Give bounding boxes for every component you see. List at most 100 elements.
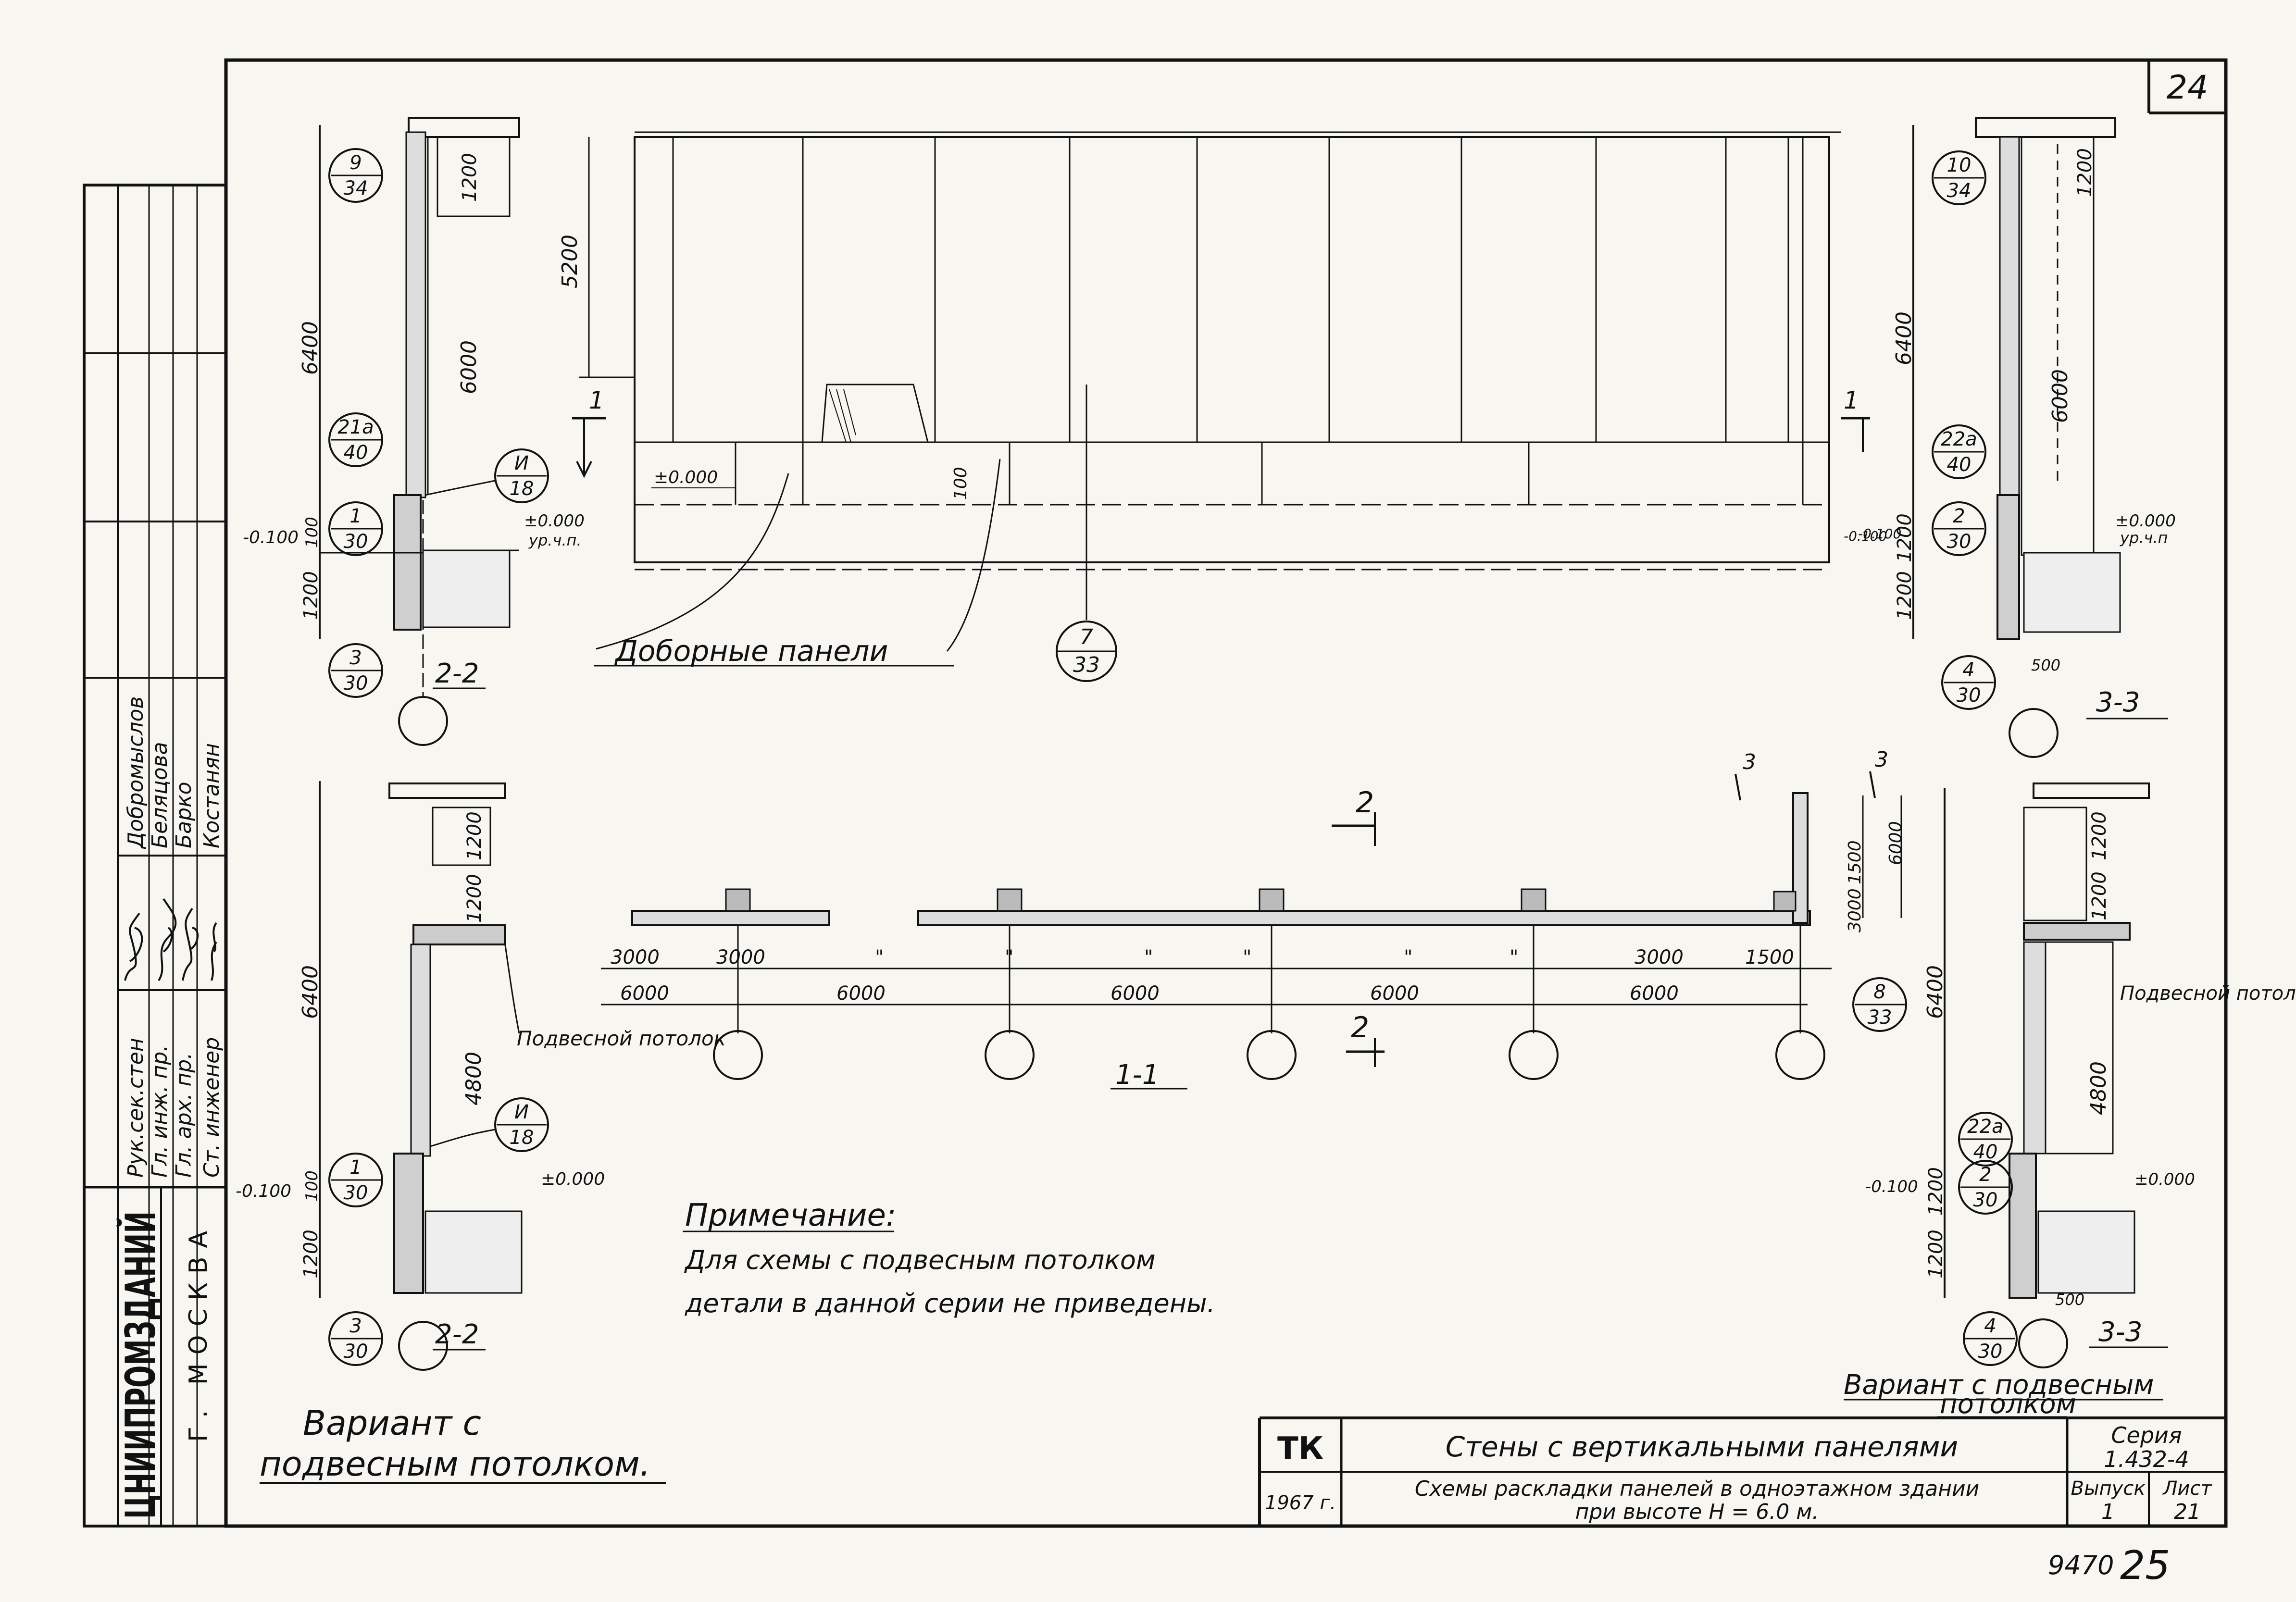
callout-I-top: И: [514, 452, 529, 474]
plan-row1-4: ": [1144, 946, 1153, 969]
page-number: 24: [2167, 69, 2209, 107]
plan-cut-3-b: 3: [1875, 747, 1888, 772]
callout-22a-b-bottom: 40: [1973, 1141, 1998, 1163]
callout-22a-top: 22а: [1941, 428, 1977, 450]
plan-cut-2-bottom: 2: [1351, 1011, 1369, 1044]
list-label: Лист: [2162, 1478, 2212, 1500]
note-heading: Примечание:: [685, 1198, 896, 1233]
elevation-level-minus: -0.100: [1844, 528, 1887, 544]
plan-row1-1: 3000: [716, 946, 765, 969]
plan-row2-0: 6000: [620, 982, 669, 1005]
plan-vert-6000: 6000: [1886, 821, 1906, 865]
section-2-2-bottom: 6400 4800 1200 1200 1200 100 -0.100 ±0.0…: [236, 781, 726, 1371]
s33b-dim-1200-d: 1200: [1925, 1229, 1947, 1279]
s22b-dim-6400: 6400: [298, 965, 323, 1019]
s22b-dim-1200-c: 1200: [300, 1229, 322, 1279]
organization-stamp: Рук.сек.стен Гл. инж. пр. Гл. арх. пр. С…: [83, 184, 227, 1527]
variant-right-2: потолком: [1940, 1389, 2076, 1420]
plan-1-1: 3000 3000 " " " " " " 3000 1500 6000 600…: [601, 747, 1907, 1091]
callout-3-b-top: 3: [349, 1315, 362, 1337]
section-2-2-top: 6400 6000 1200 1200 100 -0.100 ±0.000 ур…: [243, 117, 585, 746]
plan-vert-3000: 3000: [1845, 888, 1865, 932]
stamp-name-2: Беляцова: [148, 742, 172, 848]
wall-elevation: 5200 1 1 ±0.000 100 -0.100 Доборные пане…: [558, 131, 1887, 682]
s33-dim-1200-a: 1200: [2074, 148, 2096, 197]
s33-level-minus: -0.100: [1858, 526, 1901, 542]
stamp-role-4: Ст. инженер: [200, 1037, 224, 1178]
page-number-box: 24: [2147, 60, 2226, 114]
gate-opening: [821, 384, 929, 443]
callout-2-top: 2: [1953, 505, 1965, 527]
callout-21a-top: 21а: [337, 416, 374, 438]
seria-label: Серия: [2111, 1422, 2182, 1448]
s33-dim-6400: 6400: [1892, 311, 1916, 365]
callout-1-top: 1: [349, 505, 362, 527]
s33-dim-6000: 6000: [2048, 369, 2072, 423]
plan-cut-3-a: 3: [1743, 750, 1756, 774]
plan-row2-4: 6000: [1630, 982, 1679, 1005]
plan-row2-1: 6000: [836, 982, 886, 1005]
callout-2-b-bottom: 30: [1973, 1189, 1998, 1211]
s22-level-sub: ур.ч.п.: [528, 531, 582, 549]
stamp-name-4: Костанян: [200, 743, 224, 848]
plan-row1-6: ": [1404, 946, 1412, 969]
s22-dim-100: 100: [302, 517, 322, 548]
callout-8-bottom: 33: [1868, 1006, 1892, 1029]
title-subtitle-1: Схемы раскладки панелей в одноэтажном зд…: [1415, 1477, 1979, 1501]
callout-10-bottom: 34: [1947, 180, 1972, 202]
callout-9-top: 9: [349, 152, 362, 174]
callout-3-bottom: 30: [344, 672, 368, 695]
signature-4: [211, 922, 217, 981]
organization-city: Г. МОСКВА: [184, 1222, 213, 1442]
s33-dim-1200-b: 1200: [1894, 513, 1916, 562]
s33-level-sub: ур.ч.п: [2120, 529, 2168, 547]
notes: Примечание: Для схемы с подвесным потолк…: [260, 1198, 2163, 1484]
callout-2-bottom: 30: [1947, 531, 1972, 553]
callout-2-b-top: 2: [1979, 1164, 1991, 1186]
s33-label: 3-3: [2096, 687, 2140, 718]
s33b-ceiling-note: Подвесной потолок: [2120, 982, 2296, 1005]
elevation-dim-5200: 5200: [558, 235, 582, 288]
elevation-cut-left: 1: [589, 386, 604, 414]
s22-dim-6000: 6000: [457, 340, 481, 394]
title-main: Стены с вертикальными панелями: [1446, 1430, 1959, 1463]
callout-22a-b-top: 22а: [1967, 1116, 2003, 1138]
organization-name: ЦНИИПРОМЗДАНИЙ: [116, 1211, 165, 1519]
callout-4-bottom: 30: [1957, 684, 1981, 707]
s33-dim-1200-c: 1200: [1894, 571, 1916, 620]
sheet-border: [224, 58, 2228, 1528]
callout-I-bottom: 18: [510, 478, 534, 500]
elevation-level-zero: ±0.000: [654, 468, 718, 487]
s33-level-zero: ±0.000: [2115, 511, 2176, 531]
callout-7-bottom: 33: [1073, 653, 1100, 677]
seria-value: 1.432-4: [2104, 1446, 2189, 1472]
s33b-dim-4800: 4800: [2086, 1061, 2111, 1115]
callout-4-top: 4: [1962, 659, 1974, 681]
s33-dim-500: 500: [2031, 656, 2060, 674]
s33b-dim-500: 500: [2055, 1291, 2084, 1309]
plan-row2-2: 6000: [1111, 982, 1160, 1005]
s33b-level-minus: -0.100: [1865, 1177, 1918, 1196]
callout-1-bottom: 30: [344, 531, 368, 553]
callout-8-top: 8: [1873, 981, 1885, 1003]
s22b-dim-1200-b: 1200: [463, 874, 486, 923]
elevation-cut-right: 1: [1844, 386, 1859, 414]
s22-label: 2-2: [435, 658, 479, 689]
s22-dim-1200-top: 1200: [459, 153, 481, 202]
signature-1: [124, 912, 143, 981]
plan-cut-2-top: 2: [1356, 786, 1374, 820]
plan-row1-0: 3000: [611, 946, 660, 969]
note-line-2: детали в данной серии не приведены.: [685, 1288, 1215, 1318]
stamp-role-1: Рук.сек.стен: [124, 1038, 148, 1178]
plan-row2-3: 6000: [1370, 982, 1419, 1005]
callout-4-b-top: 4: [1984, 1315, 1996, 1337]
s22b-ceiling-note: Подвесной потолок: [517, 1027, 726, 1050]
s22-level-zero: ±0.000: [524, 511, 585, 531]
stamp-role-2: Гл. инж. пр.: [148, 1045, 172, 1178]
s22-dim-1200-bot: 1200: [300, 571, 322, 620]
callout-7-top: 7: [1080, 625, 1093, 649]
section-3-3-bottom: 6400 4800 1200 1200 1200 1200 500 -0.100…: [1865, 782, 2296, 1368]
s22b-level-minus: -0.100: [236, 1181, 291, 1201]
callout-21a-bottom: 40: [344, 442, 368, 464]
stamp-name-1: Добромыслов: [124, 696, 148, 849]
